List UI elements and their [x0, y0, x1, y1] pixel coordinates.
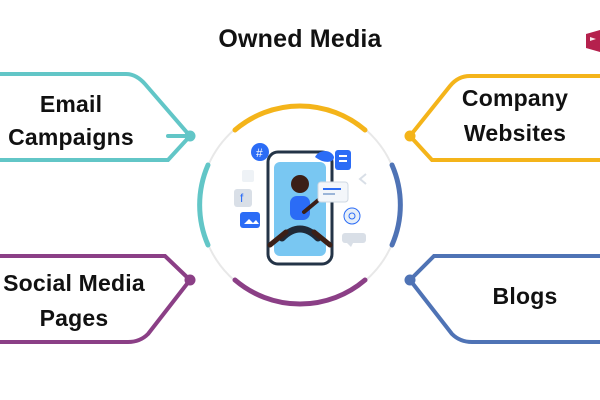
- svg-text:f: f: [240, 191, 244, 205]
- center-ring-bottom-arc: [232, 277, 368, 307]
- blogs-label: Blogs: [470, 282, 580, 311]
- email-dot: [184, 130, 196, 142]
- company-connector: [408, 74, 600, 138]
- instagram-icon: [343, 207, 361, 225]
- email-connector: [0, 72, 195, 138]
- corner-logo-mark: [586, 30, 600, 52]
- social-media-pages-label-line-2: Pages: [39, 305, 109, 331]
- email-campaigns-label: Email Campaigns: [0, 88, 142, 154]
- center-ring-right-arc: [389, 162, 403, 248]
- center-ring-top-arc: [232, 103, 368, 133]
- email-campaigns-label-line-2: Campaigns: [8, 124, 134, 150]
- twitter-icon: [315, 150, 334, 162]
- social-media-pages-label-line-1: Social Media: [3, 270, 145, 296]
- person-with-phone-icon: # f: [234, 143, 367, 266]
- center-ring-left-arc: [197, 162, 211, 248]
- company-websites-label-line-1: Company: [461, 85, 569, 111]
- page-title: Owned Media: [218, 25, 382, 53]
- social-media-pages-label: Social Media Pages: [0, 266, 160, 336]
- social-dot: [184, 274, 196, 286]
- company-connector-lower: [408, 134, 600, 162]
- social-connector: [0, 254, 192, 282]
- company-websites-label-line-2: Websites: [463, 120, 567, 146]
- share-icon: [358, 173, 367, 185]
- facebook-icon: [234, 189, 252, 207]
- blogs-label-line-1: Blogs: [492, 283, 558, 309]
- company-websites-label: Company Websites: [440, 81, 590, 151]
- company-dot: [404, 130, 416, 142]
- blogs-connector: [408, 254, 600, 282]
- svg-text:#: #: [256, 146, 263, 160]
- email-campaigns-label-line-1: Email: [39, 91, 103, 117]
- hashtag-icon: [251, 143, 269, 161]
- email-connector-lower: [0, 134, 192, 162]
- social-connector-lower: [0, 278, 192, 344]
- comment-bubble-icon: [342, 233, 366, 243]
- small-card-icon: [242, 170, 254, 182]
- blogs-connector-lower: [408, 278, 600, 344]
- chat-card-icon: [317, 181, 349, 203]
- blogs-dot: [404, 274, 416, 286]
